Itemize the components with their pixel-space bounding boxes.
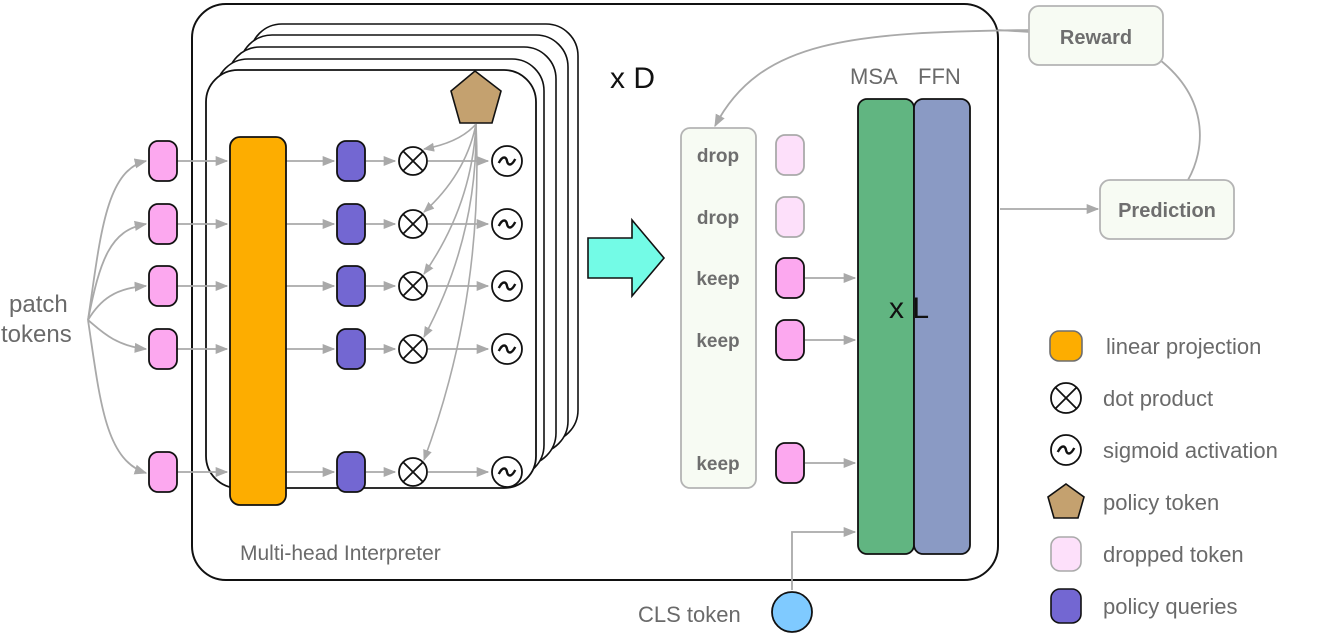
legend-item: linear projection [1049,330,1261,362]
sigmoid-activation-icon [491,333,523,365]
outer-frame [191,3,999,581]
sigmoid-activation-icon [491,270,523,302]
reward-frame-connector [997,29,1031,33]
policy-token-icon [450,69,502,124]
legend-item: dropped token [1050,536,1244,572]
policy-queries-icon [1050,588,1082,624]
prediction-reward-connector [1159,59,1201,181]
decision-label: keep [696,454,739,475]
kept-token [775,319,805,361]
decision-label: drop [697,146,739,167]
sigmoid-activation-icon [491,208,523,240]
legend-label: policy queries [1103,594,1238,619]
sigmoid-activation-icon [491,145,523,177]
policy-token-connector [423,123,477,213]
dot-product-icon [398,146,428,176]
decision-item: drop [697,196,805,238]
patch-token [148,328,178,370]
policy-query-token [336,451,366,493]
msa-block[interactable] [857,98,915,555]
ffn-block[interactable] [913,98,971,555]
msa-label: MSA [850,64,898,89]
policy-query-token [336,203,366,245]
policy-token-connector [423,123,477,275]
legend-label: policy token [1103,490,1219,515]
legend-label: dot product [1103,386,1213,411]
linear-projection-bar [229,136,287,506]
interpreter-row [148,140,523,182]
legend-label: dropped token [1103,542,1244,567]
decision-label: drop [697,208,739,229]
reward-label: Reward [1060,27,1132,49]
cls-connector [791,526,857,590]
legend-item: dot product [1050,382,1213,414]
legend-label: sigmoid activation [1103,438,1278,463]
legend: linear projection dot product sigmoid acti… [1047,330,1278,624]
patch-token [148,140,178,182]
cls-token-label: CLS token [638,602,741,627]
linear-projection-icon [1049,330,1083,362]
transition-arrow-icon [587,217,666,299]
legend-item: sigmoid activation [1050,434,1278,466]
dot-product-icon [398,334,428,364]
patch-fanout-connectors [87,158,148,475]
dropped-token [775,196,805,238]
reward-box[interactable]: Reward [1028,5,1164,66]
patch-tokens-label-line2: tokens [1,321,72,348]
dropped-token [775,134,805,176]
policy-token-connector [422,123,477,152]
sigmoid-activation-icon [1050,434,1082,466]
legend-label: linear projection [1106,334,1261,359]
sigmoid-activation-icon [491,456,523,488]
policy-token-connector [423,123,478,462]
repeat-d-label: x D [610,62,655,95]
dot-product-icon [398,271,428,301]
reward-feedback-connector [714,29,1033,128]
interpreter-card [205,69,537,489]
policy-token-connectors [422,123,478,462]
policy-token-connector [423,123,477,338]
cls-token-icon [771,591,813,633]
policy-query-token [336,265,366,307]
legend-item: policy token [1047,483,1219,519]
legend-item: policy queries [1050,588,1238,624]
decision-label: keep [696,331,739,352]
ffn-label: FFN [918,64,961,89]
kept-token [775,442,805,484]
dot-product-icon [1050,382,1082,414]
dropped-token-icon [1050,536,1082,572]
policy-query-token [336,140,366,182]
interpreter-row [148,328,523,370]
interpreter-row [148,265,523,307]
prediction-label: Prediction [1118,200,1216,222]
decision-item: keep [696,319,857,361]
decision-item: keep [696,257,857,299]
prediction-box[interactable]: Prediction [1099,179,1235,240]
interpreter-row [148,451,523,493]
decision-list: drop drop keep keep keep [696,134,857,484]
kept-token [775,257,805,299]
patch-token [148,451,178,493]
interpreter-rows [148,140,523,493]
policy-token-icon [1047,483,1085,519]
dot-product-icon [398,457,428,487]
patch-tokens-label-line1: patch [9,291,68,318]
patch-token [148,203,178,245]
repeat-l-label: x L [889,292,929,325]
interpreter-title: Multi-head Interpreter [240,542,441,565]
decision-item: drop [697,134,805,176]
decision-item: keep [696,442,857,484]
interpreter-row [148,203,523,245]
policy-query-token [336,328,366,370]
dot-product-icon [398,209,428,239]
decision-label: keep [696,269,739,290]
patch-token [148,265,178,307]
decision-panel [680,127,757,489]
